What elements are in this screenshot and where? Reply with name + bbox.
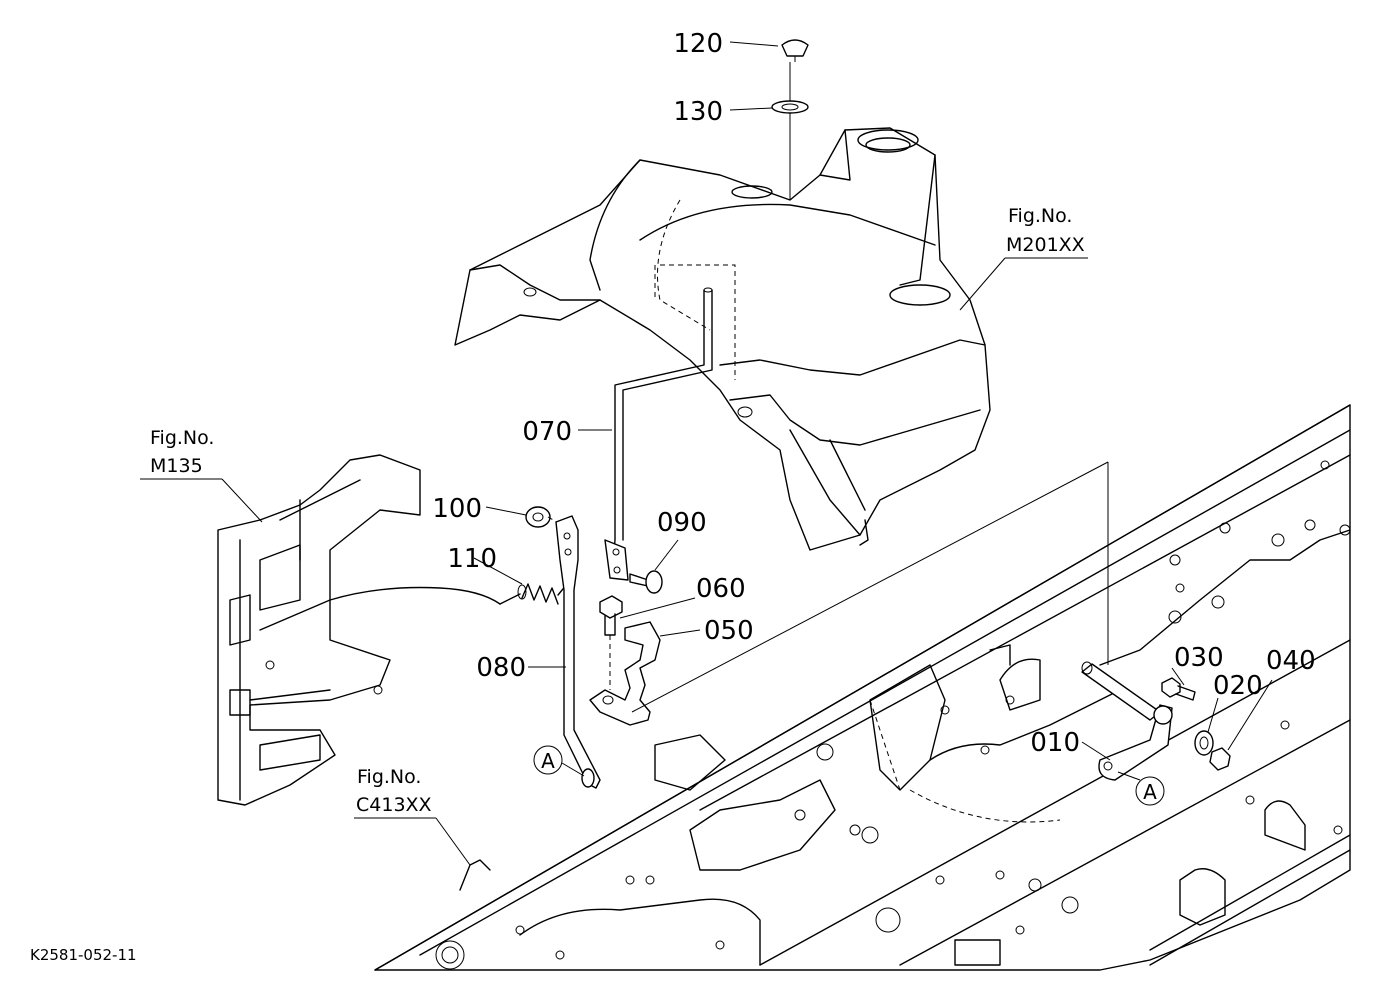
callout-080: 080	[476, 653, 526, 683]
part-030-bolt	[1161, 677, 1196, 701]
callout-030: 030	[1174, 643, 1224, 673]
steering-cover	[454, 127, 991, 551]
callout-020: 020	[1213, 671, 1263, 701]
part-020-washer	[1194, 730, 1214, 756]
callout-130: 130	[673, 97, 723, 127]
figref-m135-label: Fig.No.	[150, 427, 214, 449]
figref-m135-code: M135	[150, 455, 203, 477]
part-060-bolt	[599, 595, 623, 690]
figref-m201-label: Fig.No.	[1008, 205, 1072, 227]
callout-010: 010	[1030, 728, 1080, 758]
callout-110: 110	[447, 544, 497, 574]
chassis-frame	[374, 404, 1351, 971]
callout-070: 070	[522, 417, 572, 447]
callout-040: 040	[1266, 646, 1316, 676]
figref-c413-code: C413XX	[356, 794, 432, 816]
figref-leaders	[140, 257, 1088, 891]
callout-120: 120	[673, 29, 723, 59]
part-130-grommet	[771, 100, 809, 114]
dash-panel	[217, 454, 421, 806]
assembly-line-050	[631, 461, 1109, 713]
figref-m201-code: M201XX	[1006, 234, 1085, 256]
callout-100: 100	[432, 494, 482, 524]
callout-050: 050	[704, 616, 754, 646]
part-070-rod	[604, 287, 713, 581]
part-080-lever	[555, 515, 601, 789]
part-050-bracket	[589, 621, 661, 726]
marker-a-left-label: A	[541, 749, 555, 773]
callout-090: 090	[657, 508, 707, 538]
document-id: K2581-052-11	[30, 946, 137, 964]
part-040-nut	[1209, 747, 1231, 771]
marker-a-left: A	[533, 745, 585, 777]
figref-c413-label: Fig.No.	[357, 766, 421, 788]
part-110-spring	[329, 577, 573, 605]
part-120-knob	[781, 39, 809, 62]
marker-a-right-label: A	[1143, 780, 1157, 804]
part-090-pin	[629, 570, 663, 594]
part-010-shaft-arm	[1081, 661, 1173, 781]
leader-lines	[473, 41, 1273, 761]
marker-a-right: A	[1117, 771, 1165, 806]
callout-060: 060	[696, 574, 746, 604]
